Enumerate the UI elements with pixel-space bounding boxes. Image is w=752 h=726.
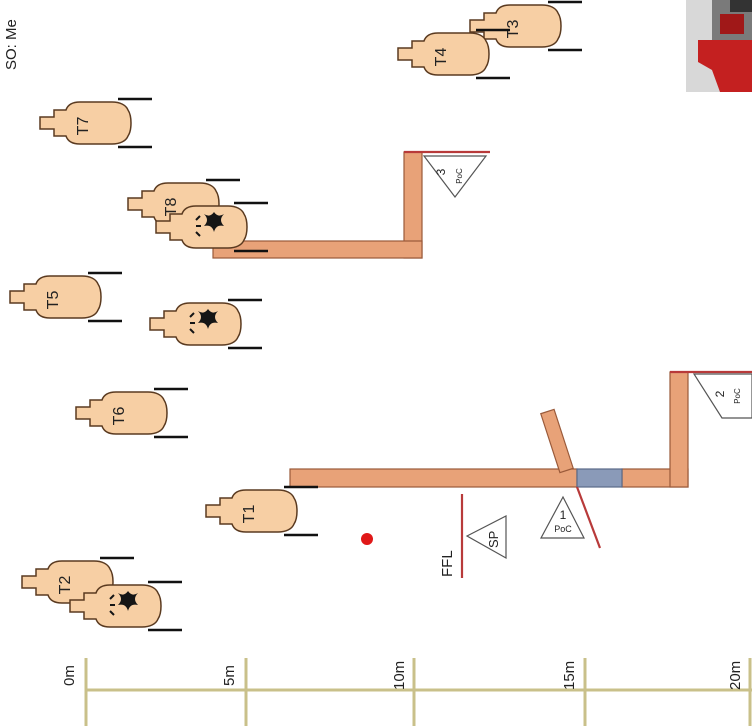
so-label: SO: Me (3, 19, 20, 70)
poc1-marker: 1 PoC (539, 495, 585, 539)
target-T6-label: T6 (111, 407, 128, 426)
poc3-marker: 3 PoC (422, 155, 488, 198)
ffl-label: FFL (439, 550, 456, 577)
target-T3-label: T3 (505, 20, 522, 39)
target-T7-label: T7 (75, 117, 92, 136)
poc2-number: 2 (713, 390, 727, 397)
poc2-label: PoC (733, 388, 742, 404)
wall-lower-vertical (669, 371, 689, 488)
target-T4-label: T4 (433, 48, 450, 67)
poc3-number: 3 (434, 168, 448, 175)
poc1-line (575, 486, 602, 549)
door-panel (576, 468, 623, 488)
poc2-marker: 2 PoC (692, 373, 752, 419)
poc3-label: PoC (455, 168, 464, 184)
target-T2-label: T2 (57, 576, 74, 595)
wall-upper-horizontal (212, 240, 423, 259)
open-door-leaf (540, 408, 574, 474)
target-T1-label: T1 (241, 505, 258, 524)
wall-lower-horizontal (289, 468, 578, 488)
poc1-number: 1 (560, 508, 567, 522)
target-T5-label: T5 (45, 291, 62, 310)
target-T4: T4 (396, 28, 512, 80)
non-shoot-target (148, 298, 264, 350)
start-dot (361, 533, 373, 545)
scale-tick-5m: 5m (221, 665, 238, 686)
target-T8: T8 (126, 178, 242, 230)
fault-lines (404, 150, 752, 578)
target-T8-label: T8 (163, 198, 180, 217)
target-T3: T3 (468, 0, 584, 52)
scale-tick-0m: 0m (61, 665, 78, 686)
target-T2: T2 (20, 556, 136, 608)
scale-tick-10m: 10m (391, 661, 408, 690)
target-T1: T1 (204, 485, 320, 537)
sp-label: SP (486, 531, 501, 548)
poc1-label: PoC (554, 524, 572, 534)
target-T6: T6 (74, 387, 190, 439)
distance-scale: 0m 5m 10m 15m 20m (61, 658, 752, 726)
walls (212, 151, 689, 488)
target-T5: T5 (8, 271, 124, 323)
sp-marker: SP (465, 515, 507, 560)
scale-tick-15m: 15m (561, 661, 578, 690)
vehicle-fragment (686, 0, 752, 92)
target-T7: T7 (38, 97, 154, 149)
scale-tick-20m: 20m (727, 661, 744, 690)
